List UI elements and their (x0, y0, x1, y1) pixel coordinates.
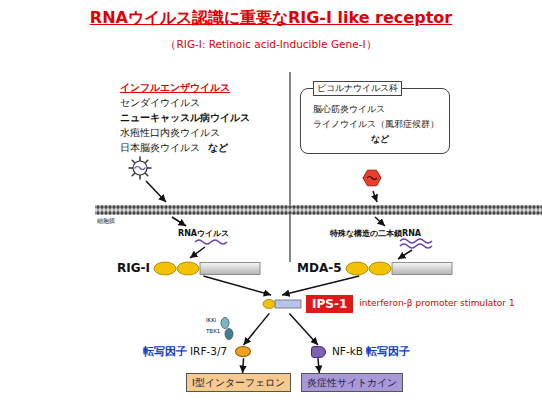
box-heading: ピコルナウイルス科 (313, 81, 402, 96)
kinase-label: IKKi (206, 317, 216, 324)
virus-name: ライノウイルス（風邪症候群） (313, 117, 439, 132)
output-text: 炎症性サイトカイン (307, 377, 397, 388)
rna-label: RNAウイルス (178, 229, 229, 239)
factor-symbol (311, 346, 326, 358)
cell-membrane (95, 205, 542, 215)
protein-domain (262, 298, 302, 310)
factor-category: 転写因子 (366, 345, 410, 358)
virus-name: など (371, 132, 439, 147)
arrow-connector (242, 358, 244, 373)
entry-arrow (146, 181, 412, 259)
arrow-connector (289, 313, 318, 345)
output-box: I型インターフェロン (186, 373, 291, 392)
factor-symbol (235, 346, 251, 357)
full-name-label: interferon-β promoter stimulator 1 (359, 298, 514, 309)
rna-strand (400, 239, 432, 243)
virus-name: ニューキャッスル病ウイルス (120, 112, 250, 123)
output-text: I型インターフェロン (192, 377, 285, 388)
adaptor-protein: IPS-1 (262, 295, 353, 313)
virus-icon (129, 157, 151, 179)
output-box: 炎症性サイトカイン (301, 373, 403, 392)
rna-strand (400, 244, 432, 248)
virus-family-box: ピコルナウイルス科脳心筋炎ウイルスライノウイルス（風邪症候群）など (300, 88, 450, 154)
transcription-factor: NF-kB転写因子 (311, 345, 410, 358)
virus-name: 脳心筋炎ウイルス (313, 102, 439, 117)
protein-domain (345, 261, 453, 276)
virus-name: インフルエンザウイルス (120, 82, 230, 94)
arrow-connector (244, 313, 270, 345)
virus-name: センダイウイルス (120, 97, 200, 108)
kinase-symbol (225, 329, 233, 340)
transcription-factor: 転写因子IRF-3/7 (143, 345, 251, 358)
receptor-protein: RIG-I (117, 261, 261, 276)
factor-name: NF-kB (332, 345, 363, 358)
protein-domain (153, 261, 261, 276)
protein-name: RIG-I (117, 261, 150, 275)
kinase-label: TBK1 (206, 328, 220, 335)
membrane-label: 細胞膜 (97, 217, 115, 224)
arrow-connector (282, 276, 359, 295)
rna-label: 特殊な構造の二本鎖RNA (330, 229, 421, 239)
factor-category: 転写因子 (143, 345, 187, 358)
protein-name: MDA-5 (297, 261, 342, 275)
rna-strand (195, 240, 227, 244)
virus-name: 水疱性口内炎ウイルス (120, 127, 220, 138)
virus-icon (363, 170, 381, 186)
virus-name: 日本脳炎ウイルス (120, 142, 200, 153)
kinase-symbol (221, 318, 229, 329)
title: RNAウイルス認識に重要なRIG-I like receptor (0, 8, 542, 27)
subtitle: （RIG-I: Retinoic acid-Inducible Gene-I） (0, 38, 542, 51)
arrow-connector (318, 358, 319, 373)
etc-note: など (208, 142, 228, 153)
receptor-protein: MDA-5 (297, 261, 453, 276)
divider-line (289, 72, 290, 262)
arrow-connector (203, 276, 271, 295)
factor-name: IRF-3/7 (190, 345, 227, 358)
protein-name-tag: IPS-1 (306, 295, 353, 313)
